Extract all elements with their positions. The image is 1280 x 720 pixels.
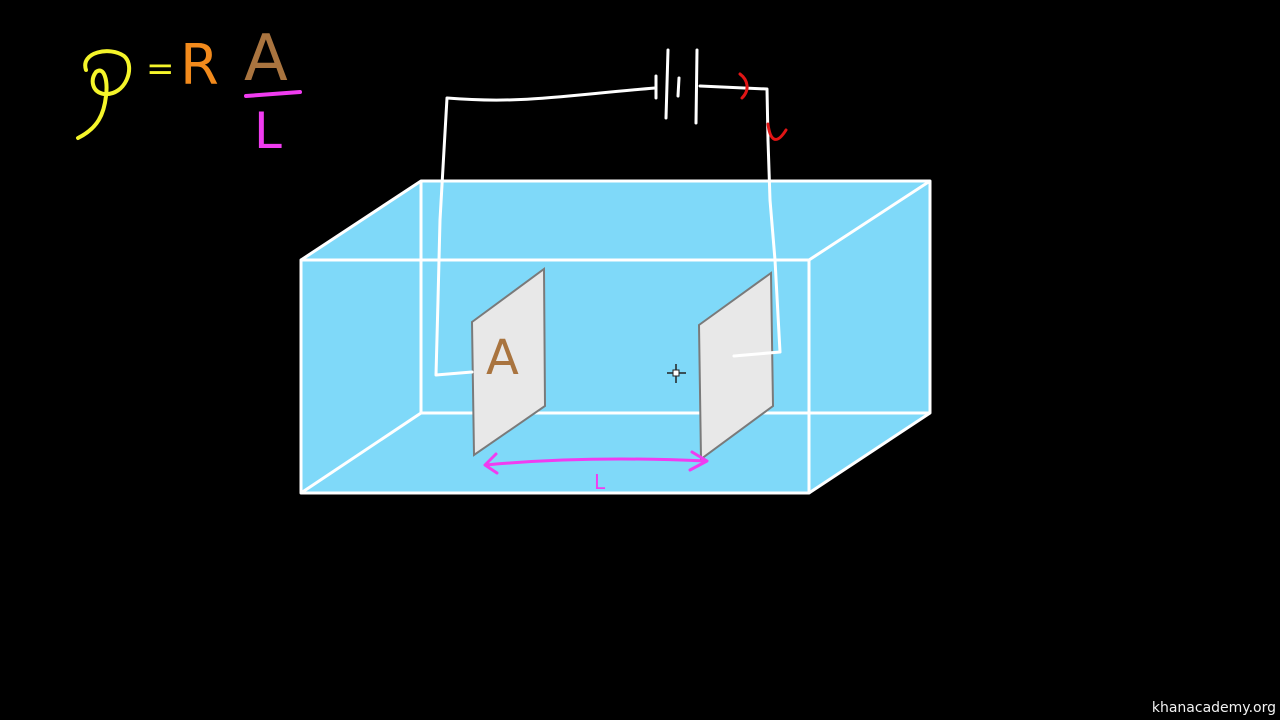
right-electrode-plate bbox=[697, 271, 775, 461]
distance-label: L bbox=[594, 470, 606, 494]
equals-sign: = bbox=[146, 49, 175, 89]
left-wire bbox=[434, 86, 657, 377]
distance-arrow-left-head bbox=[483, 452, 499, 475]
electrode-plates: A bbox=[470, 267, 775, 461]
area-symbol: A bbox=[244, 22, 288, 96]
battery-terminal-marks bbox=[738, 72, 788, 141]
left-electrode-plate bbox=[470, 267, 547, 457]
rho-symbol bbox=[76, 49, 132, 140]
tank-edge bbox=[300, 411, 422, 495]
battery-symbol-icon bbox=[654, 48, 699, 125]
crosshair-cursor-icon bbox=[667, 364, 686, 383]
tank-right-outline bbox=[808, 181, 932, 495]
length-symbol: L bbox=[254, 102, 282, 160]
circuit-wires bbox=[434, 84, 782, 377]
fraction-bar bbox=[244, 90, 302, 98]
plate-area-label: A bbox=[486, 330, 519, 386]
distance-arrow-right-head bbox=[688, 450, 709, 472]
khanacademy-watermark: khanacademy.org bbox=[1151, 700, 1276, 716]
solution-tank bbox=[300, 181, 930, 495]
tank-front-face bbox=[301, 260, 809, 493]
tank-right-face bbox=[809, 181, 930, 493]
resistivity-formula: ρ = R A L bbox=[76, 22, 302, 160]
right-wire bbox=[698, 84, 782, 358]
resistance-symbol: R bbox=[180, 33, 219, 98]
distance-arrow bbox=[483, 450, 709, 475]
tank-top-outline bbox=[300, 179, 932, 262]
distance-arrow-shaft bbox=[484, 457, 708, 467]
